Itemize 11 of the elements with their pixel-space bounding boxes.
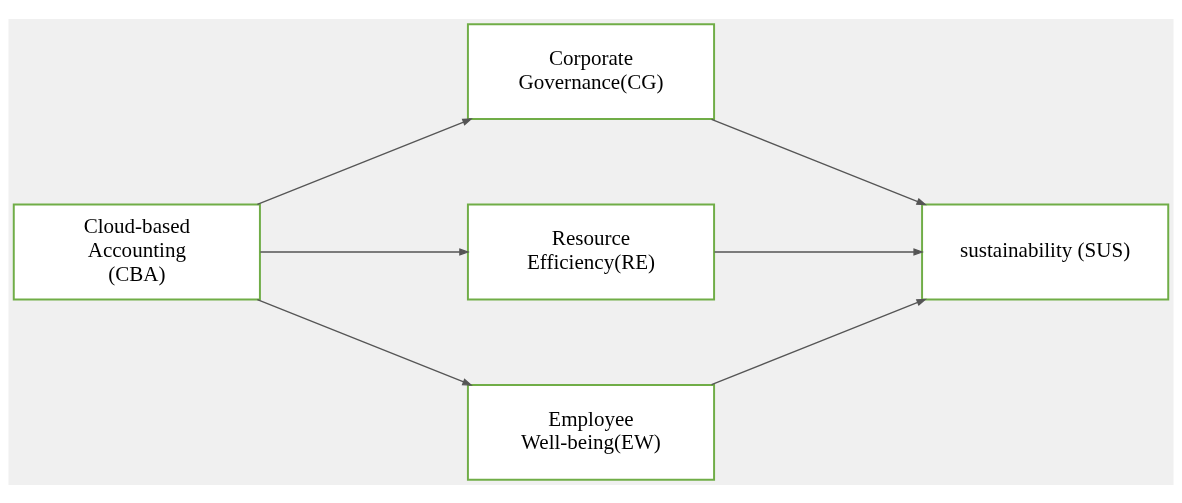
node-box: Employee Well-being(EW) bbox=[466, 383, 716, 481]
arrow bbox=[259, 247, 470, 256]
arrow bbox=[256, 117, 473, 205]
node-box: Cloud-based Accounting (CBA) bbox=[12, 203, 261, 300]
node-box: Resource Efficiency(RE) bbox=[466, 203, 716, 300]
node-box: Corporate Governance(CG) bbox=[466, 22, 716, 120]
arrow bbox=[256, 298, 473, 386]
arrow bbox=[710, 118, 927, 205]
arrow bbox=[710, 298, 927, 385]
node-box: sustainability (SUS) bbox=[921, 203, 1170, 300]
arrow bbox=[713, 247, 924, 256]
